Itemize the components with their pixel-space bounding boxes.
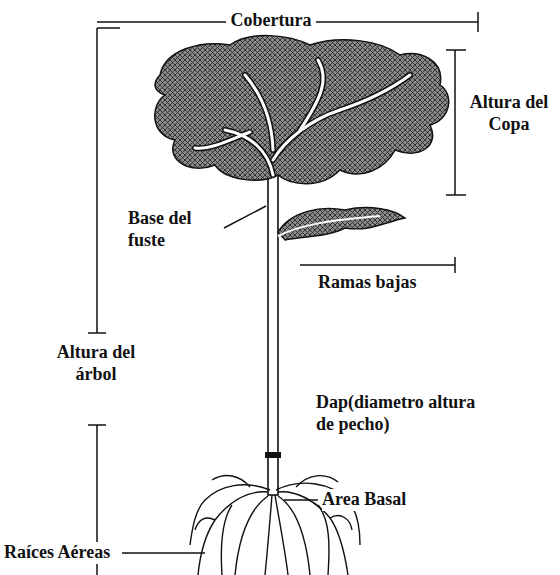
part-label: Raíces Aéreas — [4, 542, 122, 564]
crown — [155, 36, 449, 184]
part-label: Base del fuste — [128, 208, 224, 251]
crown-branches — [195, 60, 410, 175]
dimension-label: Altura del árbol — [36, 342, 156, 385]
low-branch — [278, 208, 405, 240]
part-label: Dap(diametro altura de pecho) — [316, 392, 481, 435]
part-label: Area Basal — [322, 489, 442, 511]
dbh-mark — [265, 452, 281, 458]
low-branch-wood — [278, 216, 380, 236]
dimension-brackets — [88, 12, 478, 575]
dimension-label: Cobertura — [226, 10, 316, 32]
trunk — [268, 150, 278, 495]
part-label: Ramas bajas — [318, 272, 448, 294]
dimension-label: Altura del Copa — [462, 92, 556, 135]
